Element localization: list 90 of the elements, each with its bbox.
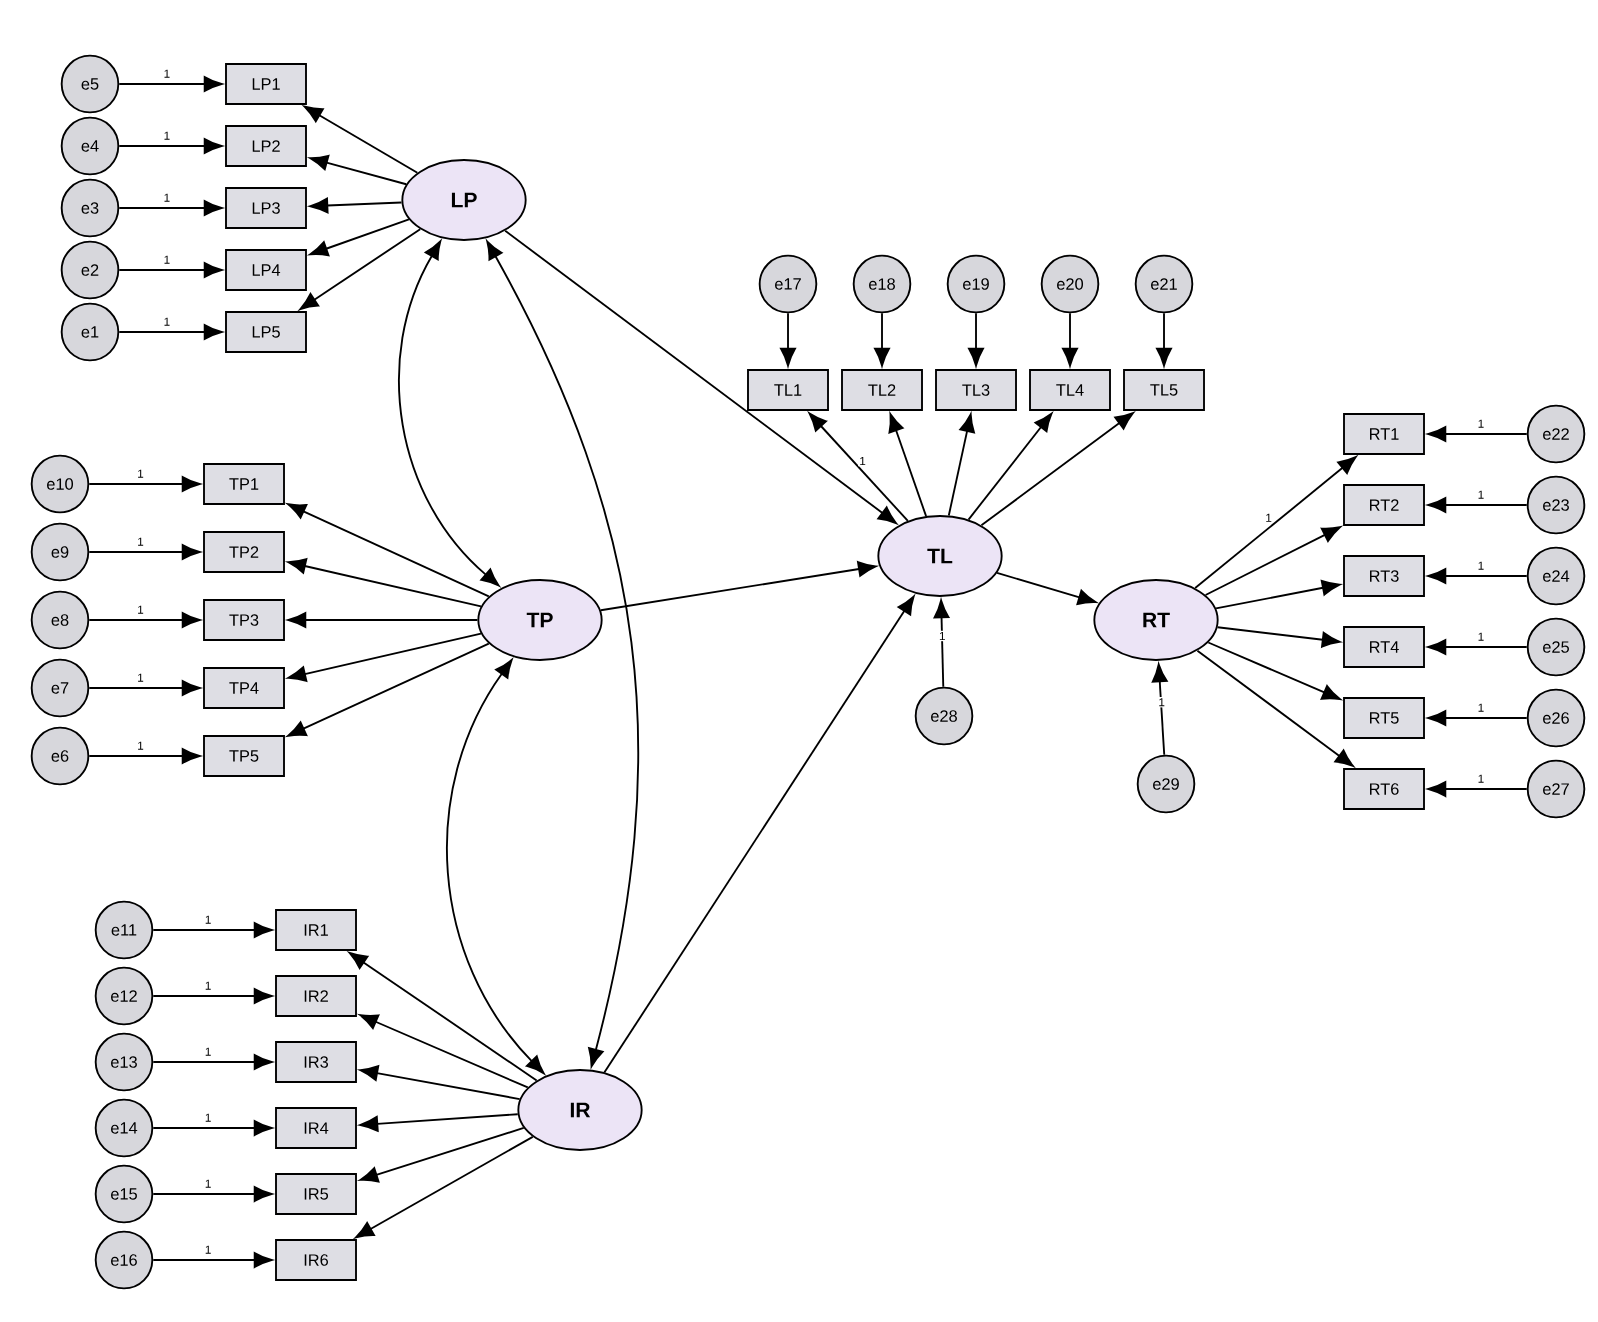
arrow <box>88 544 201 560</box>
arrow <box>88 612 201 628</box>
arrow <box>118 262 223 278</box>
arrow <box>152 1120 273 1136</box>
indicator-box: RT5 <box>1343 697 1425 739</box>
arrow <box>933 599 950 688</box>
indicator-box: RT2 <box>1343 484 1425 526</box>
arrow <box>359 1113 519 1132</box>
arrow <box>1215 580 1341 610</box>
arrow <box>287 612 479 628</box>
indicator-box: RT6 <box>1343 768 1425 810</box>
arrow <box>1204 526 1341 596</box>
arrow <box>947 413 975 517</box>
arrow <box>1151 663 1168 756</box>
arrow <box>88 476 201 492</box>
indicator-box: TP4 <box>203 667 285 709</box>
indicator-box: TL3 <box>935 369 1017 411</box>
arrow <box>118 324 223 340</box>
indicator-box: RT4 <box>1343 626 1425 668</box>
covariance-curve <box>446 659 545 1074</box>
indicator-box: IR6 <box>275 1239 357 1281</box>
arrow <box>1427 781 1528 797</box>
arrow <box>118 138 223 154</box>
indicator-box: TL2 <box>841 369 923 411</box>
arrow <box>1427 639 1528 655</box>
arrow <box>309 218 410 257</box>
arrow <box>303 105 419 174</box>
indicator-box: TP1 <box>203 463 285 505</box>
arrow <box>152 1186 273 1202</box>
arrow <box>309 154 408 186</box>
arrow <box>359 1065 521 1100</box>
arrow <box>1062 312 1078 367</box>
arrow <box>967 412 1053 521</box>
indicator-box: LP3 <box>225 187 307 229</box>
arrow <box>968 312 984 367</box>
arrow <box>996 571 1097 605</box>
arrow <box>1207 641 1341 700</box>
indicator-box: RT3 <box>1343 555 1425 597</box>
arrow <box>355 1135 534 1239</box>
covariance-curve <box>398 240 500 587</box>
arrow <box>152 922 273 938</box>
arrow <box>603 595 915 1074</box>
arrow <box>359 1014 529 1089</box>
indicator-box: IR2 <box>275 975 357 1017</box>
indicator-box: IR1 <box>275 909 357 951</box>
indicator-box: IR3 <box>275 1041 357 1083</box>
arrow <box>348 952 538 1082</box>
indicator-box: TP2 <box>203 531 285 573</box>
arrow <box>1427 710 1528 726</box>
indicator-box: RT1 <box>1343 413 1425 455</box>
arrow <box>88 748 201 764</box>
arrow <box>1156 312 1172 367</box>
arrow <box>780 312 796 367</box>
arrow <box>599 561 877 612</box>
arrow <box>504 229 897 524</box>
indicator-box: LP5 <box>225 311 307 353</box>
arrow <box>287 632 482 682</box>
indicator-box: TL4 <box>1029 369 1111 411</box>
indicator-box: LP4 <box>225 249 307 291</box>
indicator-box: IR4 <box>275 1107 357 1149</box>
arrow <box>287 558 482 608</box>
indicator-box: TL1 <box>747 369 829 411</box>
arrow <box>88 680 201 696</box>
arrow <box>152 1252 273 1268</box>
arrow <box>1196 649 1354 767</box>
arrow <box>287 642 490 737</box>
covariance-curve <box>486 240 639 1068</box>
arrow <box>309 197 403 214</box>
arrow <box>808 412 909 522</box>
arrow <box>888 413 927 518</box>
arrow <box>287 503 490 598</box>
indicator-box: TP3 <box>203 599 285 641</box>
indicator-box: TL5 <box>1123 369 1205 411</box>
arrow <box>1427 497 1528 513</box>
arrow <box>1194 456 1357 589</box>
indicator-box: TP5 <box>203 735 285 777</box>
indicator-box: LP2 <box>225 125 307 167</box>
arrow <box>152 1054 273 1070</box>
arrow <box>118 200 223 216</box>
arrow <box>359 1127 525 1183</box>
indicator-box: IR5 <box>275 1173 357 1215</box>
indicator-box: LP1 <box>225 63 307 105</box>
arrow <box>1427 568 1528 584</box>
arrow <box>152 988 273 1004</box>
arrow <box>874 312 890 367</box>
arrow <box>1427 426 1528 442</box>
arrow <box>118 76 223 92</box>
arrow <box>980 412 1134 527</box>
arrow <box>1216 626 1341 648</box>
arrow <box>299 228 422 311</box>
